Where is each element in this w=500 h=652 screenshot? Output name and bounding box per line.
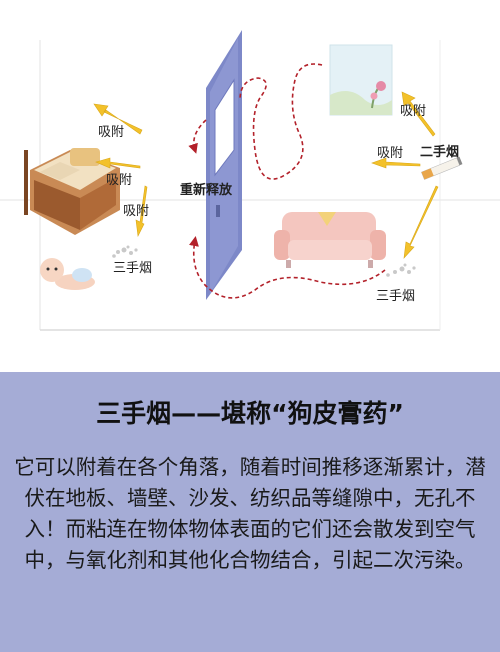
adsorb-arrow-5 xyxy=(371,157,421,169)
adsorb-arrow-3 xyxy=(135,185,148,238)
adsorb-arrow-2 xyxy=(95,157,141,169)
label-adsorb-2: 吸附 xyxy=(106,173,132,188)
label-thirdhand-smoke-right: 三手烟 xyxy=(376,289,415,304)
label-adsorb-5: 吸附 xyxy=(377,146,403,161)
path-floor-loop xyxy=(189,236,386,299)
info-panel xyxy=(0,372,500,652)
smoke-residue-right-icon xyxy=(386,263,416,277)
adsorb-arrow-4 xyxy=(401,91,436,137)
thirdhand-smoke-diagram: 吸附 吸附 吸附 吸附 吸附 重新释放 二手烟 三手烟 三手烟 xyxy=(0,30,500,331)
panel-title: 三手烟——堪称“狗皮膏药” xyxy=(96,399,404,428)
smoke-residue-left-icon xyxy=(112,245,138,258)
label-adsorb-3: 吸附 xyxy=(123,204,149,219)
window xyxy=(329,44,393,116)
label-adsorb-4: 吸附 xyxy=(400,104,426,119)
adsorb-arrow-1 xyxy=(93,103,143,135)
adsorb-arrows xyxy=(93,91,439,259)
bed-icon xyxy=(24,148,120,235)
path-window-to-door xyxy=(239,63,323,180)
label-rerelease: 重新释放 xyxy=(180,182,233,198)
sofa-icon xyxy=(274,212,386,268)
baby-icon xyxy=(40,258,95,290)
label-adsorb-1: 吸附 xyxy=(98,125,124,140)
cigarette-icon xyxy=(421,156,463,180)
label-thirdhand-smoke-left: 三手烟 xyxy=(113,261,152,276)
flower-icon xyxy=(376,81,386,91)
path-door-to-left xyxy=(188,119,207,154)
panel-body-text: 它可以附着在各个角落，随着时间推移逐渐累计，潜伏在地板、墙壁、沙发、纺织品等缝隙… xyxy=(14,455,486,572)
adsorb-arrow-6 xyxy=(403,185,439,259)
door-handle-icon xyxy=(216,205,220,217)
rerelease-paths xyxy=(188,63,386,299)
door xyxy=(206,30,242,300)
label-secondhand-smoke: 二手烟 xyxy=(420,144,459,160)
